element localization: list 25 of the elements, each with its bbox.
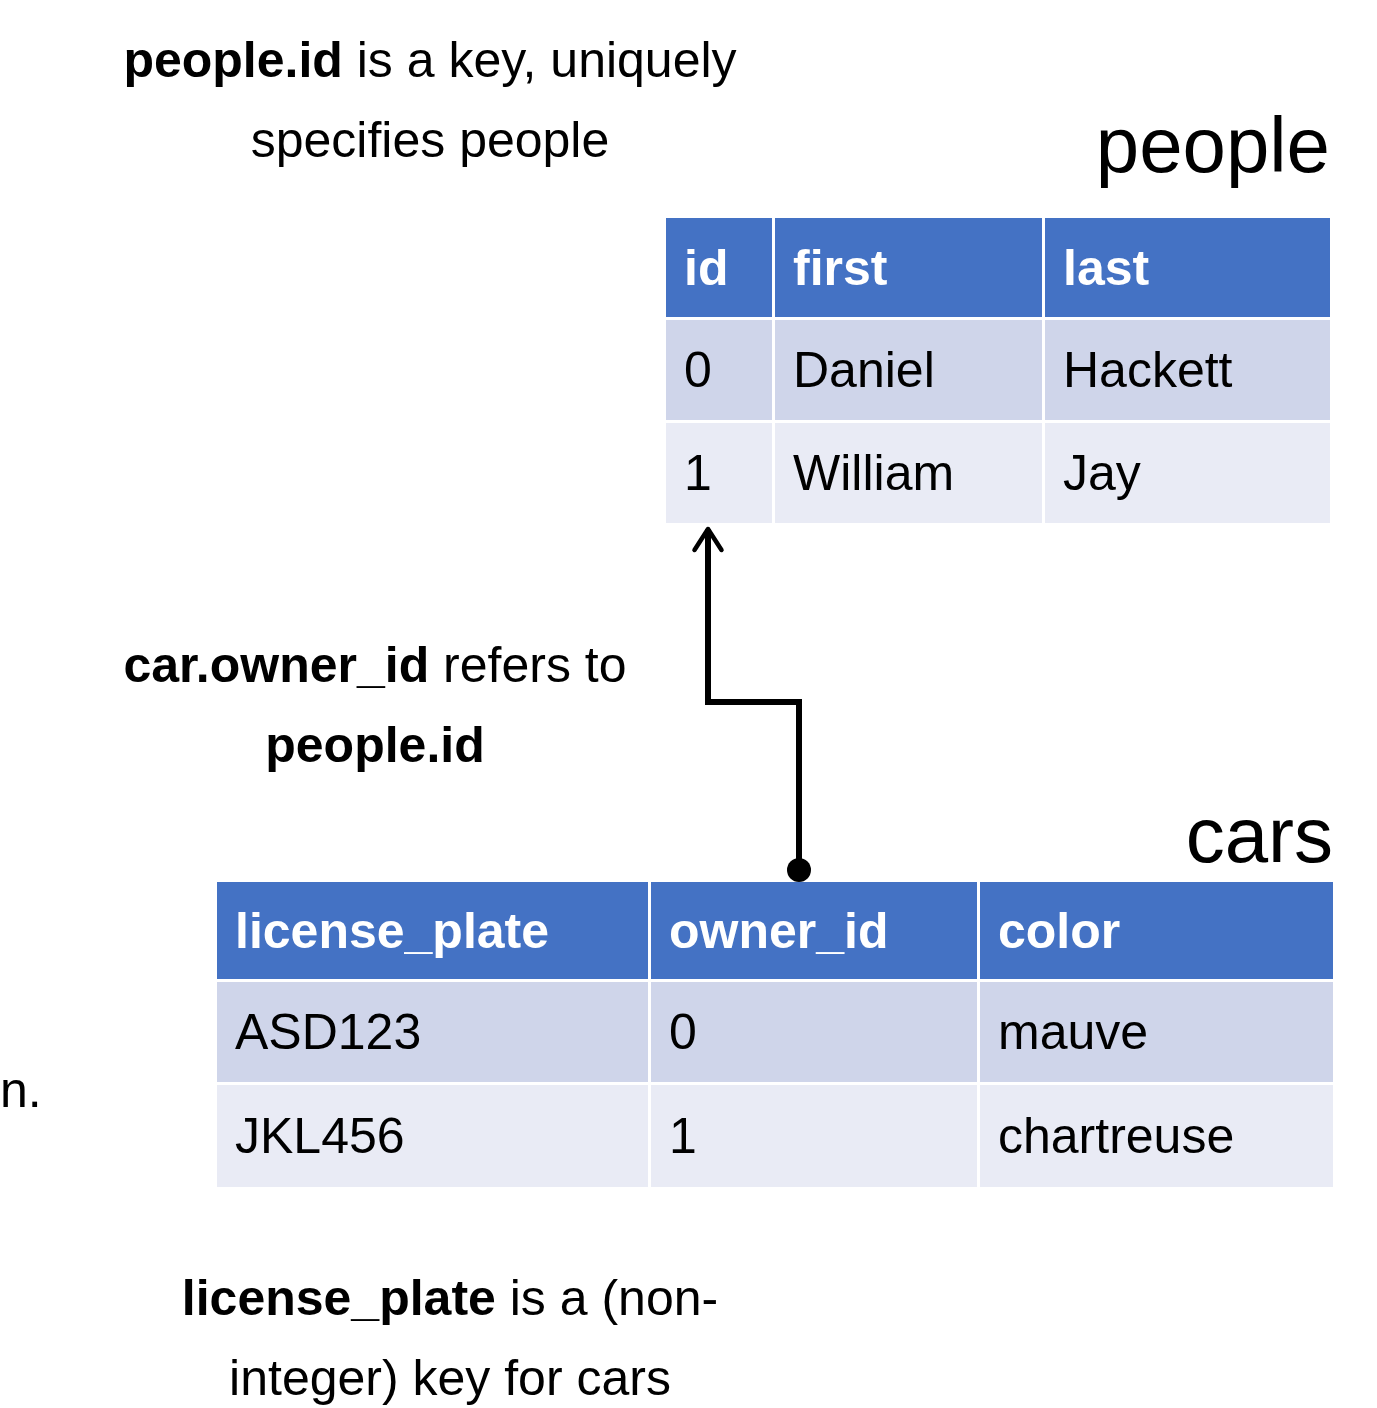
table-cell: 1 xyxy=(651,1085,977,1187)
annotation-text: license_plate is a (non-integer) key for cars xyxy=(180,1269,720,1408)
table-cell: JKL456 xyxy=(217,1085,648,1187)
table-cell: mauve xyxy=(980,982,1333,1082)
arrow xyxy=(692,526,811,882)
annotation-text: car.owner_id refers to people.id xyxy=(122,636,628,775)
annotation-text: people.id is a key, uniquely specifies people xyxy=(122,31,738,170)
table-cell: ASD123 xyxy=(217,982,648,1082)
column-header: first xyxy=(775,218,1042,317)
column-header: id xyxy=(666,218,772,317)
column-header: license_plate xyxy=(217,882,648,979)
table-title: cars xyxy=(1185,790,1333,880)
table-cell: 0 xyxy=(666,320,772,420)
column-header: color xyxy=(980,882,1333,979)
table-cell: Jay xyxy=(1045,423,1330,523)
table-cell: Daniel xyxy=(775,320,1042,420)
table-cell: William xyxy=(775,423,1042,523)
column-header: owner_id xyxy=(651,882,977,979)
table-cell: Hackett xyxy=(1045,320,1330,420)
table-title: people xyxy=(1095,100,1330,190)
table-cell: 1 xyxy=(666,423,772,523)
table-cell: 0 xyxy=(651,982,977,1082)
annotation-text: n. xyxy=(0,1061,43,1120)
column-header: last xyxy=(1045,218,1330,317)
table-cell: chartreuse xyxy=(980,1085,1333,1187)
